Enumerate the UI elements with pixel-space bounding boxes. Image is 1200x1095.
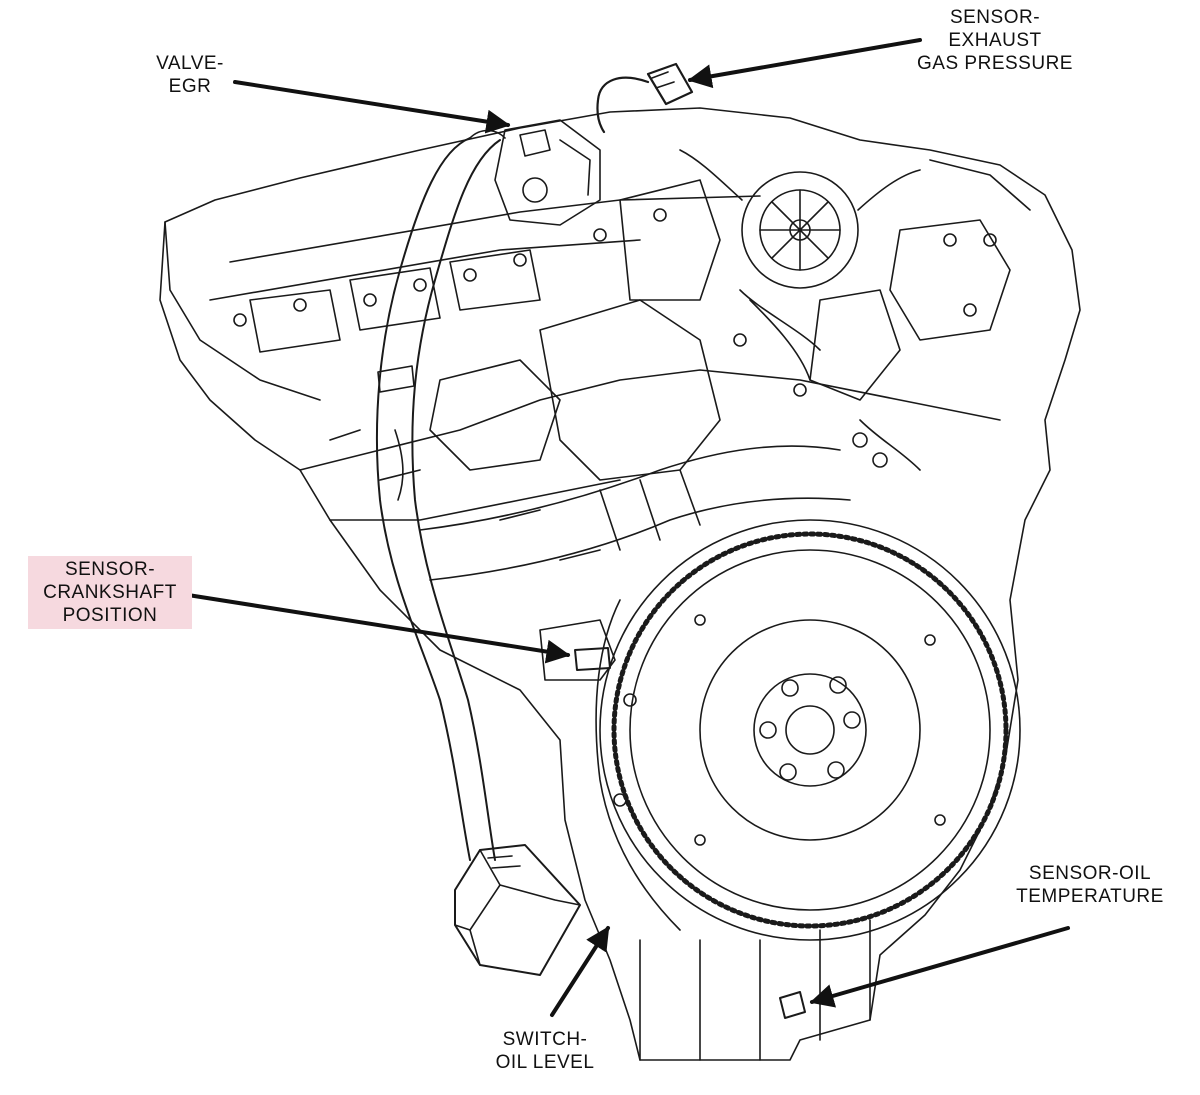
engine-block [159,107,1081,1061]
leader-arrows [186,38,1070,1017]
flywheel [595,519,1021,941]
label-valve-egr: VALVE- EGR [156,53,224,97]
exhaust-pipe [419,445,851,581]
label-switch-oil-level: SWITCH- OIL LEVEL [495,1029,595,1073]
label-sensor-exhaust-gas-pressure: SENSOR- EXHAUST GAS PRESSURE [917,7,1073,74]
egr-valve [494,119,601,226]
cylinder-head-detail [233,159,1031,561]
harness-connector [454,844,581,976]
exhaust-gas-pressure-sensor [596,62,694,134]
turbocharger [679,149,921,289]
wiring-harness-hose [375,129,506,861]
oil-temperature-sensor [779,991,806,1019]
label-sensor-oil-temperature: SENSOR-OIL TEMPERATURE [1016,863,1164,907]
arrow-exhaust-gas-pressure [687,38,922,89]
arrow-crankshaft-position [186,593,571,664]
arrow-oil-temperature [809,926,1070,1008]
arrow-valve-egr [233,80,511,134]
label-sensor-crankshaft-position: SENSOR- CRANKSHAFT POSITION [28,556,192,629]
crankshaft-position-sensor [539,619,616,681]
arrow-switch-oil-level [550,925,610,1017]
